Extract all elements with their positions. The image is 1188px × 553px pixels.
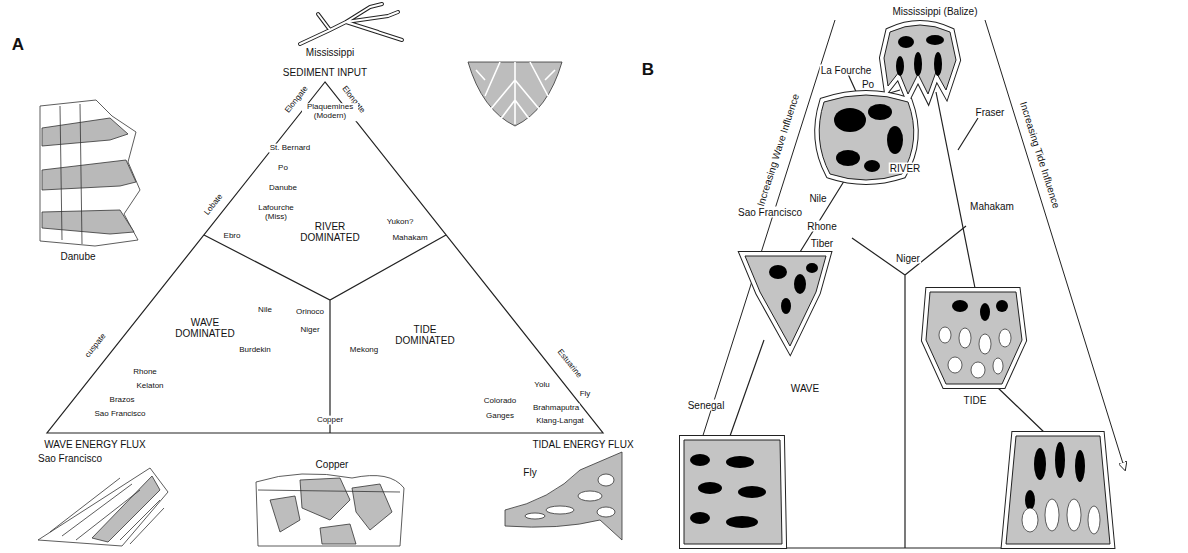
- sketch-name: Danube: [59, 251, 96, 262]
- mahakam-sketch: [468, 62, 562, 126]
- delta-name: Mississippi: [305, 47, 355, 58]
- delta-name: Sao Francisco: [737, 207, 803, 218]
- delta-name: Fraser: [975, 107, 1006, 118]
- delta-name: Mekong: [349, 346, 379, 355]
- region-label: TIDE: [963, 395, 988, 406]
- arrow-label: Increasing Wave Influence: [755, 91, 802, 208]
- delta-name: Lafourche (Miss): [252, 204, 300, 222]
- delta-name: Rhone: [806, 221, 837, 232]
- delta-name: La Fourche: [820, 65, 873, 76]
- delta-name: Rhone: [132, 368, 158, 377]
- delta-name: Niger: [299, 326, 320, 335]
- axis-label: WAVE ENERGY FLUX: [43, 439, 147, 450]
- delta-name: Klang-Langat: [535, 417, 585, 426]
- delta-name: Brazos: [109, 396, 136, 405]
- danube-sketch: [40, 100, 140, 246]
- delta-name: Copper: [316, 416, 344, 425]
- sketch-name: Sao Francisco: [37, 453, 103, 464]
- delta-sketch: [684, 25, 1110, 544]
- influence-arrow: [692, 20, 1125, 470]
- region-label: RIVER: [889, 163, 922, 174]
- region-label: TIDE DOMINATED: [392, 324, 458, 346]
- sketch-name: Fly: [522, 467, 537, 478]
- region-label: WAVE: [790, 383, 820, 394]
- delta-name: St. Bernard: [269, 144, 311, 153]
- mississippi-sketch: [300, 4, 402, 44]
- arrow-label: Increasing Tide Influence: [1018, 99, 1063, 210]
- delta-name: Mahakam: [391, 234, 428, 243]
- panel-letter: A: [11, 36, 25, 55]
- delta-name: Senegal: [687, 400, 726, 411]
- delta-name: Brahmaputra: [532, 404, 580, 413]
- delta-name: Ebro: [223, 232, 242, 241]
- fly-sketch: [505, 452, 622, 540]
- delta-name: Mahakam: [969, 201, 1015, 212]
- region-label: WAVE DOMINATED: [172, 317, 238, 339]
- delta-name: Po: [861, 79, 875, 90]
- delta-name: Yolu: [533, 381, 550, 390]
- delta-name: Fly: [579, 390, 592, 399]
- delta-name: Po: [277, 164, 289, 173]
- delta-name: Kelaton: [135, 382, 164, 391]
- delta-name: Niger: [895, 253, 921, 264]
- delta-name: Tiber: [810, 238, 834, 249]
- delta-name: Sao Francisco: [93, 410, 146, 419]
- delta-name: Plaquemines (Modern): [302, 103, 358, 121]
- delta-name: Ganges: [485, 412, 515, 421]
- delta-name: Burdekin: [238, 346, 272, 355]
- copper-sketch: [256, 474, 404, 546]
- delta-name: Nile: [808, 193, 827, 204]
- side-label: Lobate: [202, 192, 225, 218]
- side-label: Estuarine: [554, 347, 583, 381]
- sketch-name: Copper: [315, 459, 350, 470]
- delta-name: Mississippi (Balize): [891, 6, 978, 17]
- delta-name: Nile: [257, 306, 273, 315]
- sao-francisco-sketch: [38, 468, 168, 546]
- delta-name: Danube: [268, 184, 298, 193]
- side-label: cuspate: [83, 332, 109, 361]
- delta-name: Orinoco: [295, 308, 325, 317]
- axis-label: SEDIMENT INPUT: [282, 67, 368, 78]
- panel-letter: B: [641, 61, 655, 80]
- axis-label: TIDAL ENERGY FLUX: [531, 439, 634, 450]
- region-label: RIVER DOMINATED: [297, 221, 363, 243]
- delta-name: Colorado: [483, 397, 517, 406]
- delta-name: Yukon?: [386, 218, 415, 227]
